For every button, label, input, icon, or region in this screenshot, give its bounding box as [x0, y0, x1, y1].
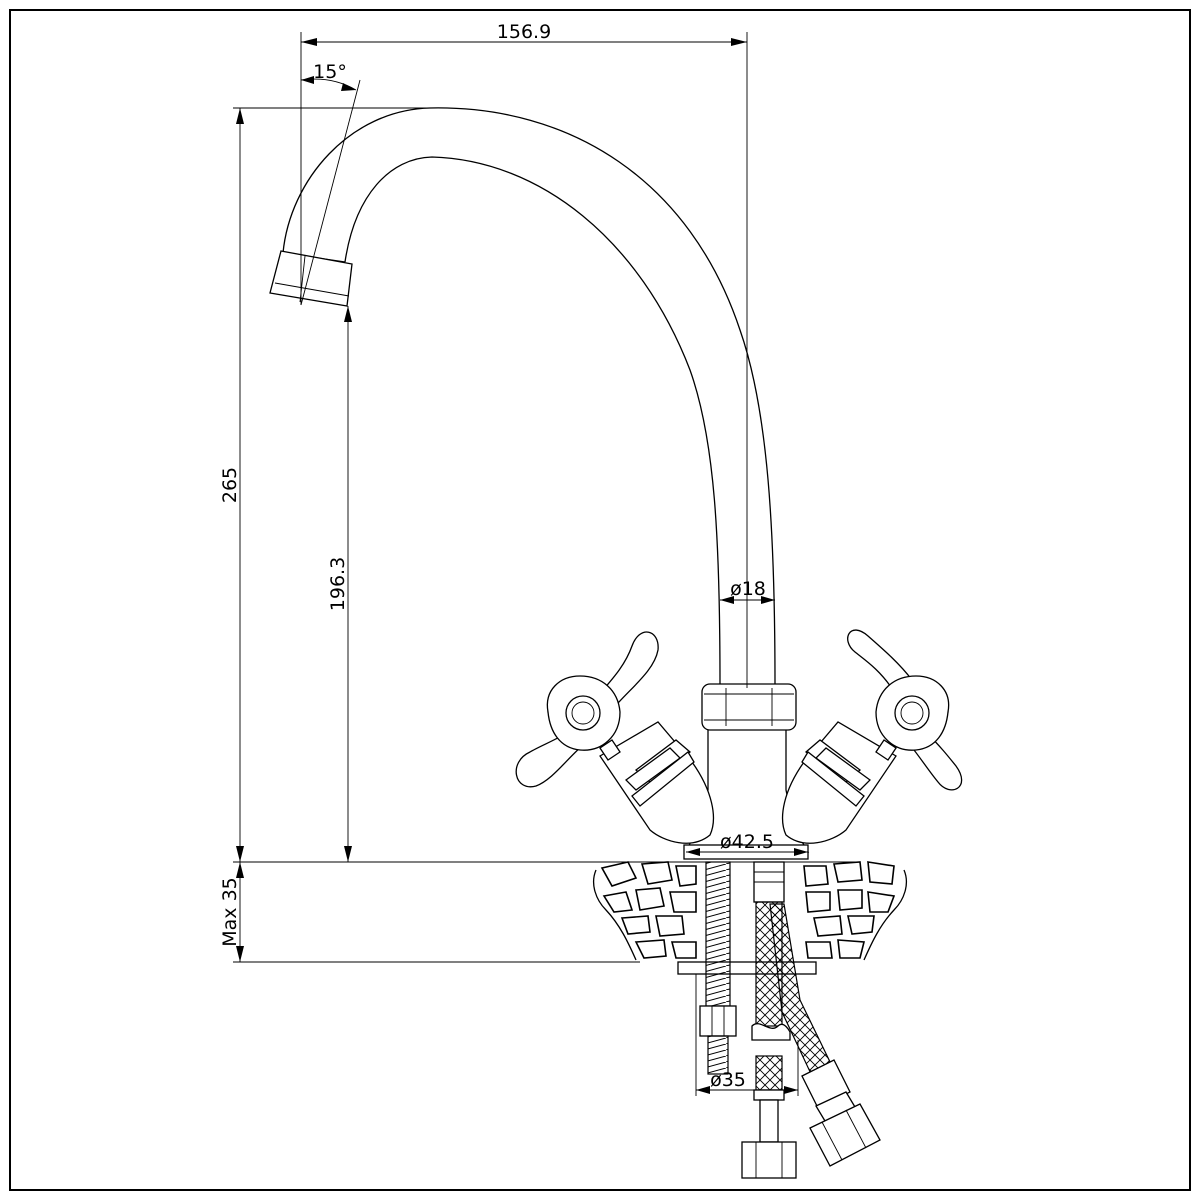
spout — [269, 107, 776, 686]
countertop-left-edge — [592, 869, 637, 961]
mounting-stud — [699, 861, 737, 1075]
right-valve — [781, 629, 963, 844]
countertop-section — [592, 861, 908, 975]
right-handle-stub-left — [875, 739, 897, 761]
hose-ferrule — [753, 1089, 785, 1101]
stone-pattern-left — [600, 861, 697, 959]
stud-thread-end — [707, 1035, 729, 1075]
right-valve-collar — [801, 739, 871, 807]
left-handle-stub-right — [599, 739, 621, 761]
faucet-body — [683, 683, 810, 860]
right-cross-handle — [847, 629, 963, 791]
dim-spout-reach: 156.9 — [497, 21, 551, 43]
right-handle-cap-outer — [894, 695, 930, 731]
spout-inner-edge — [344, 156, 721, 686]
dim-max-thickness: Max 35 — [219, 877, 241, 947]
right-handle-cap-inner — [900, 701, 924, 725]
angled-hose-hex-nut — [809, 1103, 881, 1167]
left-valve — [515, 631, 715, 844]
mounting-nut — [699, 1005, 737, 1037]
stone-pattern-right — [803, 861, 896, 959]
spout-outer-edge — [282, 107, 776, 686]
dim-total-height: 265 — [219, 467, 241, 503]
left-handle-cap-outer — [565, 695, 601, 731]
supply-hose-angled — [769, 903, 881, 1167]
supply-hose-straight — [741, 861, 797, 1179]
dimension-ø18: ø18 — [720, 578, 775, 604]
dim-tube-diameter: ø18 — [730, 578, 766, 600]
dimension-156-9: 156.9 — [300, 21, 748, 688]
dim-hole-diameter: ø35 — [710, 1069, 746, 1091]
dimension-ø42-5: ø42.5 — [686, 831, 808, 856]
dim-spout-angle: 15° — [313, 61, 347, 83]
right-handle-arm-top — [847, 629, 913, 691]
hose-fitting-stem — [759, 1099, 779, 1143]
union-nut — [701, 683, 797, 731]
dim-outlet-height: 196.3 — [327, 557, 349, 611]
left-handle-cap-inner — [571, 701, 595, 725]
dim-base-diameter: ø42.5 — [720, 831, 774, 853]
dimension-max-35: Max 35 — [219, 862, 640, 963]
dimension-265: 265 — [219, 107, 858, 863]
dimension-196-3: 196.3 — [327, 306, 352, 862]
drawing-frame — [9, 9, 1191, 1191]
aerator — [269, 250, 353, 307]
braided-hose-lower — [755, 1055, 783, 1091]
dimension-angle: 15° — [300, 61, 361, 306]
hose-hex-nut-bottom — [741, 1141, 797, 1179]
dimension-ø35: ø35 — [695, 974, 799, 1096]
left-cross-handle — [515, 631, 659, 788]
left-valve-collar — [625, 739, 695, 807]
hose-break-mark — [751, 1023, 791, 1041]
countertop-right-edge — [863, 869, 908, 961]
